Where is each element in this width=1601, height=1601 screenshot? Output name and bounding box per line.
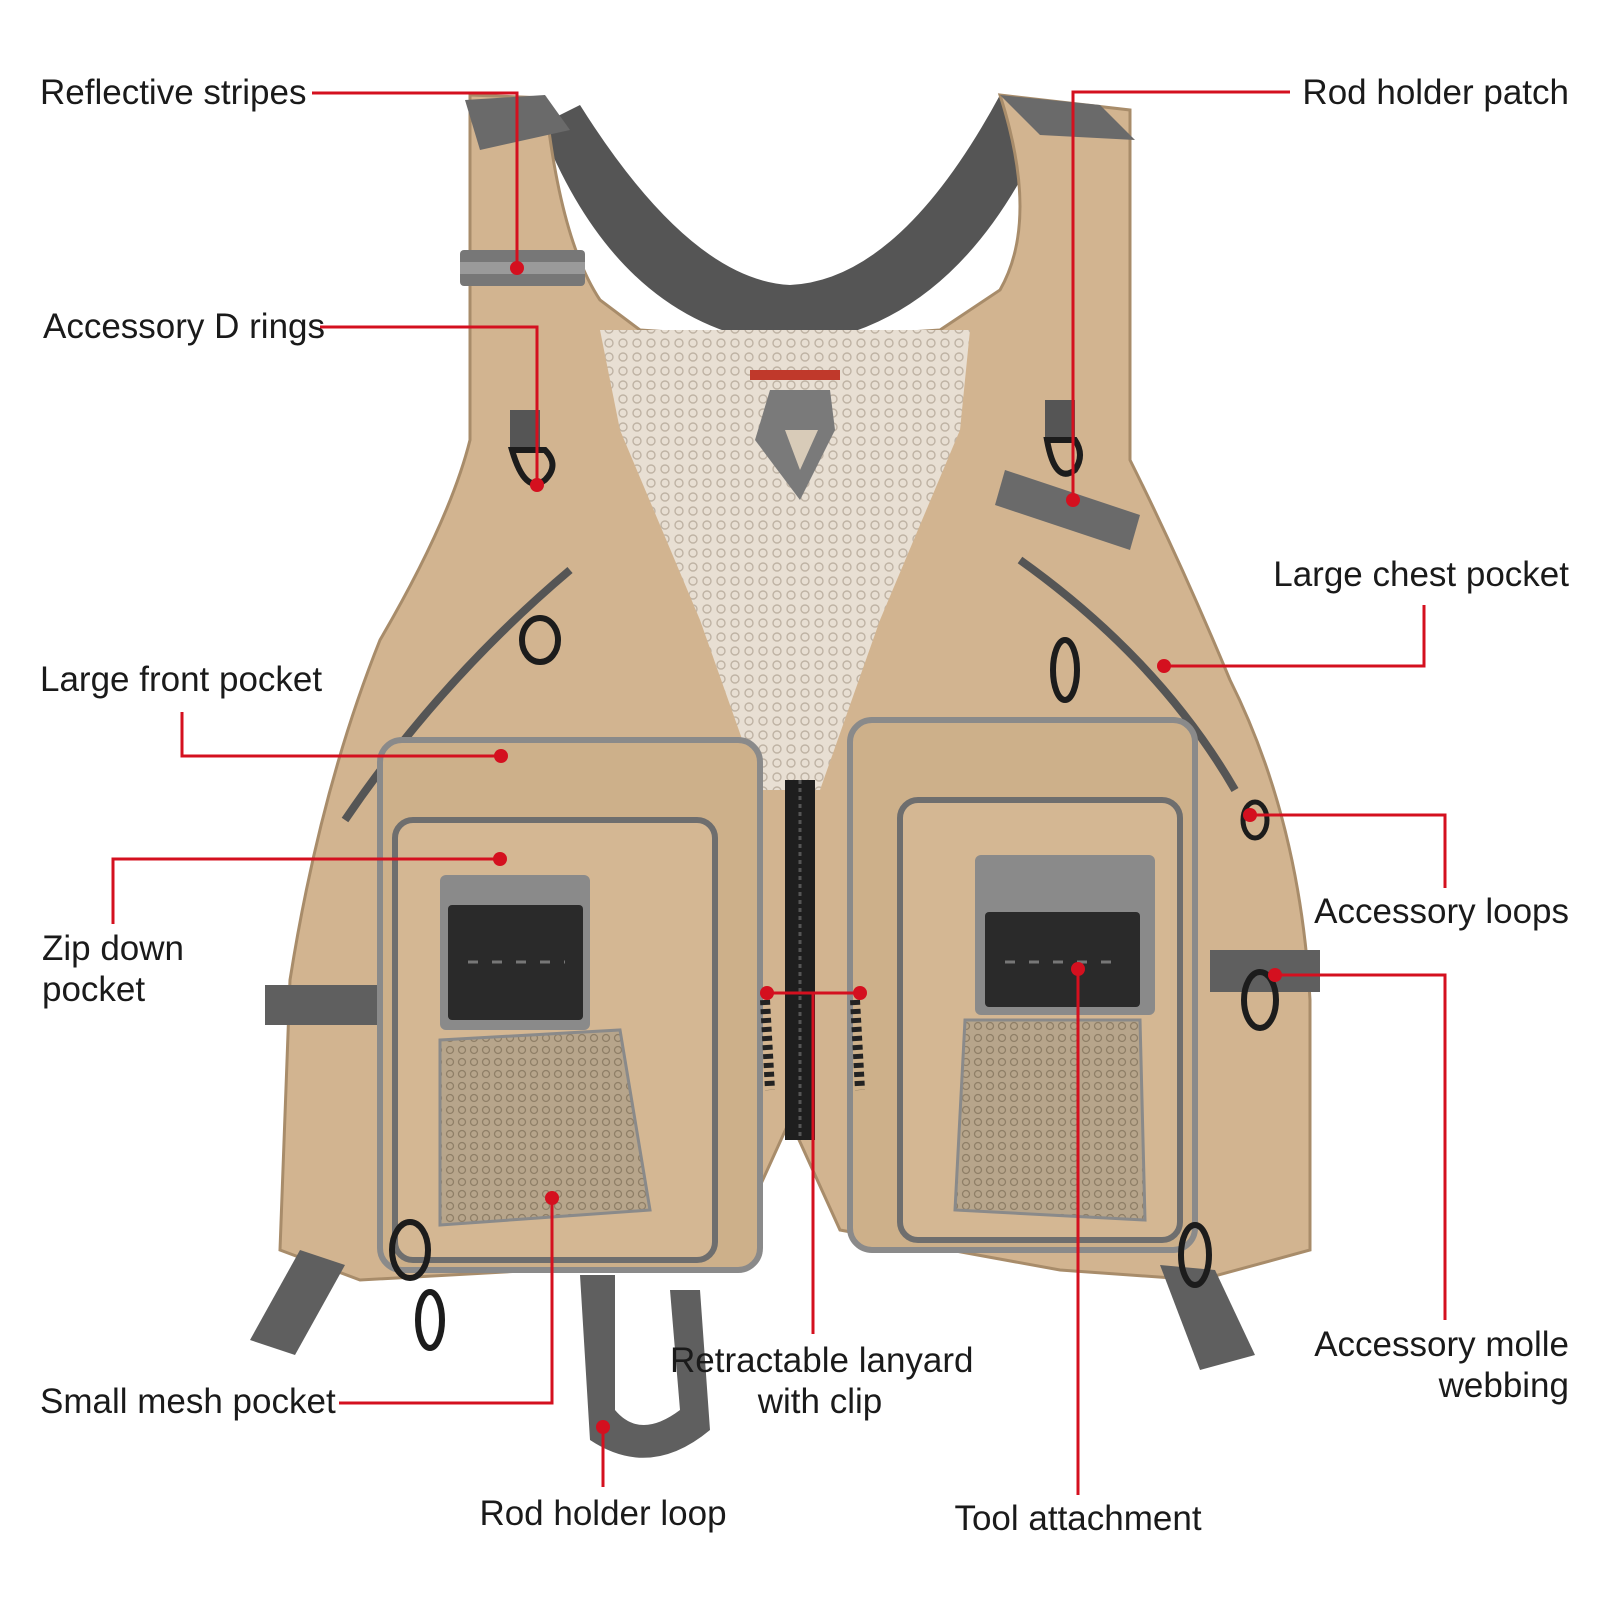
right-mesh-pocket: [953, 1018, 1147, 1222]
right-fly-patch: [985, 912, 1140, 1007]
rod-holder-loop-strap: [580, 1275, 710, 1458]
leader-lines: [111, 90, 1447, 1495]
vest-collar-back: [540, 95, 1050, 345]
label-tool-attachment: Tool attachment: [954, 1499, 1202, 1538]
label-small-mesh-pocket: Small mesh pocket: [40, 1382, 336, 1421]
label-large-front-pocket: Large front pocket: [40, 660, 323, 699]
label-accessory-d-rings: Accessory D rings: [43, 307, 326, 346]
label-large-chest-pocket: Large chest pocket: [1273, 555, 1569, 594]
right-shoulder-strap: [1000, 95, 1135, 140]
label-rod-holder-patch: Rod holder patch: [1302, 73, 1569, 112]
left-mesh-pocket: [438, 1028, 652, 1227]
label-zip-down-pocket: Zip down pocket: [42, 929, 185, 1009]
label-retractable-lanyard: Retractable lanyard with clip: [670, 1341, 974, 1421]
label-accessory-molle-webbing: Accessory molle webbing: [1314, 1325, 1569, 1405]
left-molle-webbing: [265, 985, 380, 1025]
label-accessory-loops: Accessory loops: [1314, 892, 1569, 931]
label-reflective-stripes: Reflective stripes: [40, 73, 307, 112]
rod-holder-patch: [995, 470, 1140, 550]
callout-dots: [493, 261, 1282, 1434]
left-bottom-strap: [250, 1250, 345, 1355]
label-rod-holder-loop: Rod holder loop: [479, 1494, 727, 1533]
left-fly-patch: [448, 905, 583, 1020]
mesh-panel: [600, 330, 970, 790]
right-bottom-strap: [1160, 1265, 1255, 1370]
